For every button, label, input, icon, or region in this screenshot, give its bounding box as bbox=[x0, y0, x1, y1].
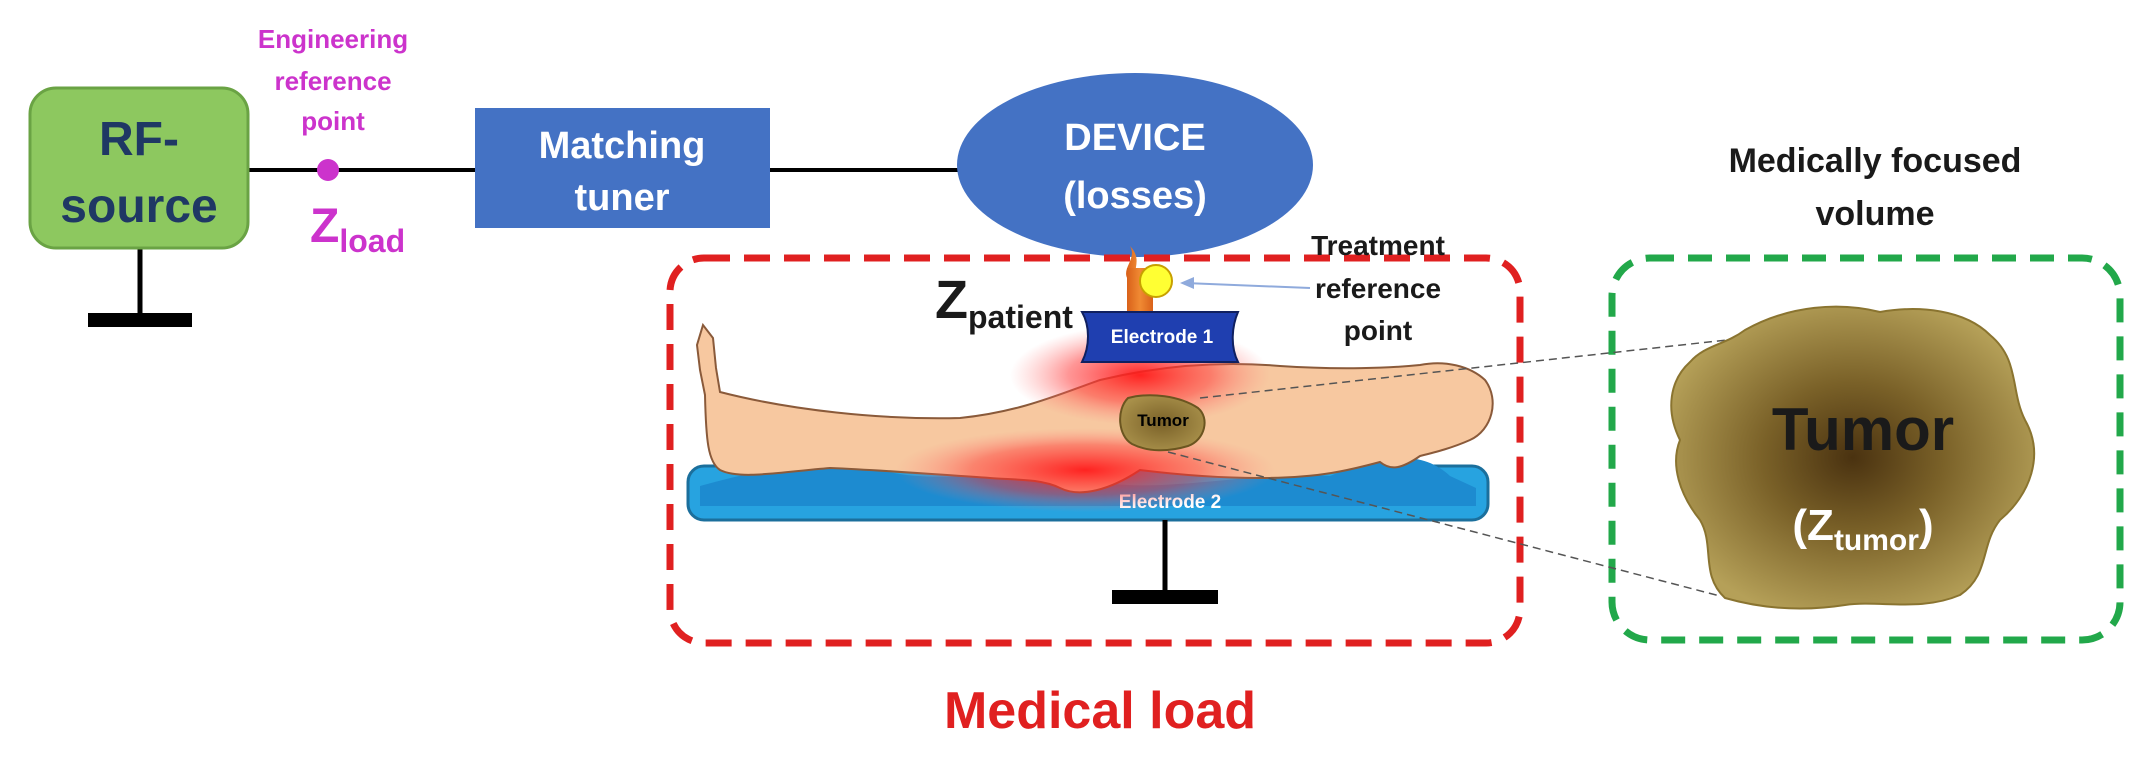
device-label-line2: (losses) bbox=[1063, 175, 1207, 217]
focused-volume-line2: volume bbox=[1815, 195, 1934, 233]
treatment-ref-arrowhead bbox=[1180, 277, 1194, 289]
rf-source-box bbox=[28, 86, 250, 250]
treatment-ref-dot bbox=[1139, 264, 1173, 298]
z-tumor-label: (Ztumor) bbox=[1792, 501, 1933, 557]
focused-volume-box bbox=[1608, 254, 2124, 644]
device-label-line1: DEVICE bbox=[1064, 117, 1205, 159]
big-tumor bbox=[1670, 305, 2036, 610]
electrode-1-label: Electrode 1 bbox=[1111, 327, 1214, 348]
z-load-label: Zload bbox=[310, 200, 405, 259]
device-ellipse bbox=[957, 73, 1313, 257]
heat-field-bottom bbox=[895, 428, 1275, 512]
engineering-ref-line1: Engineering bbox=[258, 24, 408, 54]
electrode-1 bbox=[1080, 311, 1240, 363]
focused-volume-line1: Medically focused bbox=[1729, 142, 2022, 180]
small-tumor-label: Tumor bbox=[1137, 411, 1189, 430]
zoom-line-bottom bbox=[1167, 451, 1721, 597]
engineering-ref-line2: reference bbox=[274, 66, 391, 96]
medical-load-label: Medical load bbox=[944, 682, 1256, 740]
z-patient-label: Zpatient bbox=[935, 270, 1073, 335]
big-tumor-label: Tumor bbox=[1772, 396, 1954, 463]
engineering-ref-dot bbox=[317, 159, 339, 181]
treatment-ref-line3: point bbox=[1344, 315, 1412, 346]
zoom-line-top bbox=[1199, 337, 1746, 399]
rf-source-label-line1: RF- bbox=[99, 113, 179, 166]
treatment-ref-line2: reference bbox=[1315, 273, 1441, 304]
treatment-ref-line1: Treatment bbox=[1311, 230, 1445, 261]
matching-tuner-box bbox=[475, 108, 770, 228]
small-tumor bbox=[1119, 394, 1206, 452]
treatment-ref-arrow bbox=[1184, 282, 1311, 289]
matching-tuner-label-line1: Matching bbox=[539, 125, 706, 167]
rf-source-label-line2: source bbox=[60, 180, 217, 233]
engineering-ref-line3: point bbox=[301, 106, 365, 136]
matching-tuner-label-line2: tuner bbox=[575, 177, 670, 219]
